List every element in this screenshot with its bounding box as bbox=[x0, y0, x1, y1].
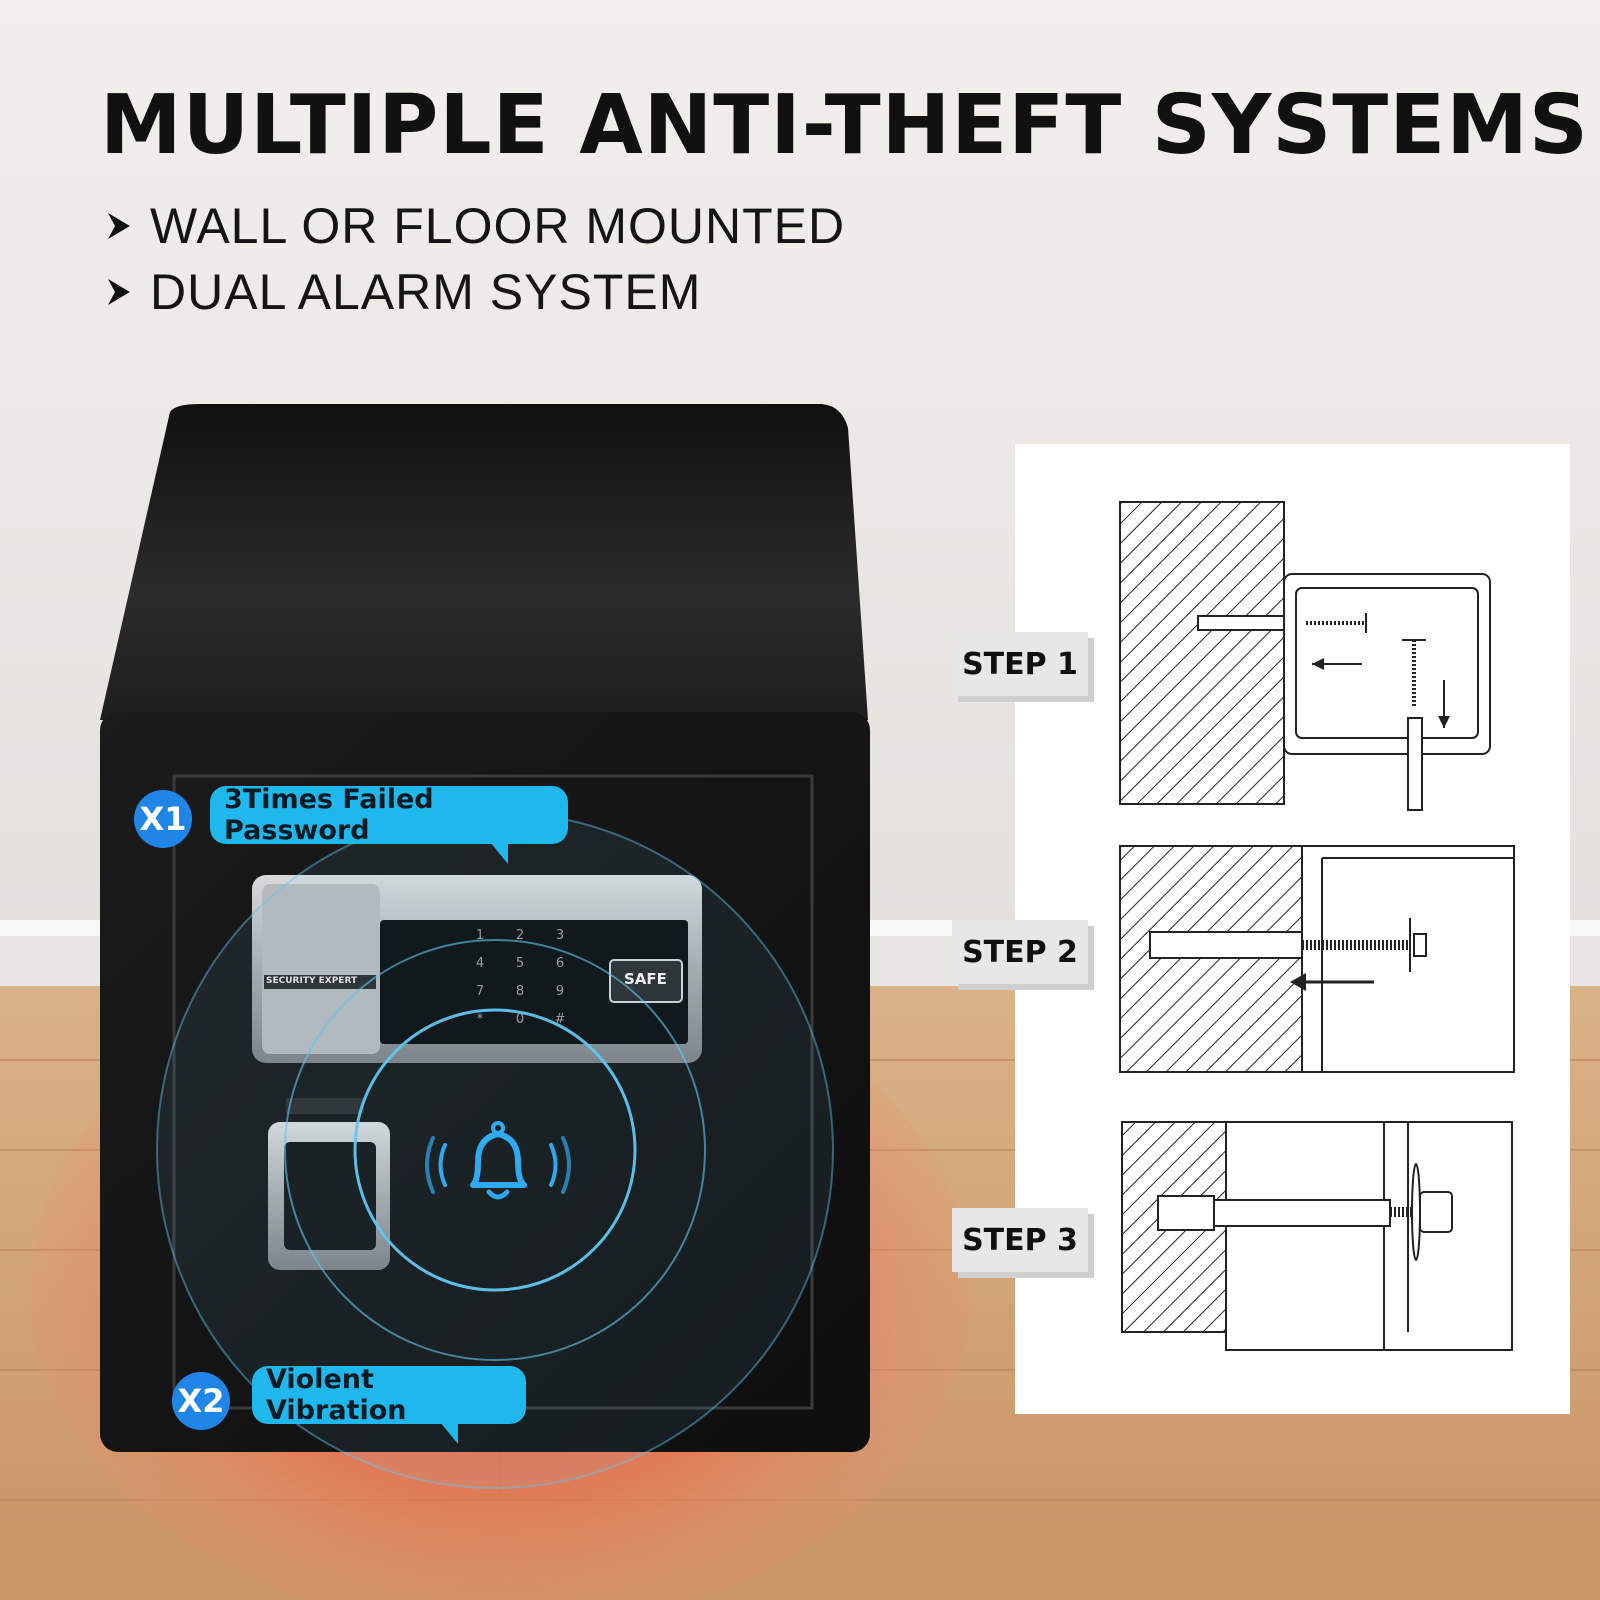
keypad-key: 6 bbox=[555, 956, 565, 971]
keypad-key: # bbox=[554, 1012, 566, 1027]
keypad-key: 9 bbox=[555, 984, 565, 999]
keypad-key: 1 bbox=[475, 928, 485, 943]
keypad-key: 2 bbox=[515, 928, 525, 943]
alarm-callout-2: Violent Vibration bbox=[252, 1364, 526, 1444]
alarm-callout-1: 3Times Failed Password bbox=[210, 784, 568, 864]
lock-panel bbox=[252, 875, 702, 1063]
step-label-1: STEP 1 bbox=[952, 632, 1088, 696]
step-label-3: STEP 3 bbox=[952, 1208, 1088, 1272]
alarm-badge-2: X2 bbox=[172, 1372, 230, 1430]
keypad-key: 8 bbox=[515, 984, 525, 999]
alarm-callout-label: 3Times Failed Password bbox=[224, 784, 434, 846]
safe bbox=[100, 404, 870, 1452]
safe-brand-label: SECURITY EXPERT bbox=[266, 976, 358, 986]
bullet-item: WALL OR FLOOR MOUNTED bbox=[104, 196, 845, 256]
bell-icon bbox=[425, 1121, 571, 1200]
bullet-text: DUAL ALARM SYSTEM bbox=[150, 264, 702, 320]
bullet-text: WALL OR FLOOR MOUNTED bbox=[150, 198, 846, 254]
safe-button-label: SAFE bbox=[624, 970, 667, 988]
keypad: 1 2 3 4 5 6 7 8 9 * 0 # bbox=[462, 928, 582, 1040]
headline: MULTIPLE ANTI-THEFT SYSTEMS bbox=[100, 78, 1589, 173]
alarm-callout-label: Violent Vibration bbox=[266, 1364, 407, 1426]
fingerprint-sensor-icon bbox=[268, 1098, 390, 1270]
install-diagram bbox=[1015, 444, 1570, 1414]
safe-top bbox=[100, 404, 868, 720]
keypad-key: 3 bbox=[555, 928, 565, 943]
step-label-2: STEP 2 bbox=[952, 920, 1088, 984]
keypad-key: 5 bbox=[515, 956, 525, 971]
bullet-item: DUAL ALARM SYSTEM bbox=[104, 262, 701, 322]
keypad-key: * bbox=[476, 1012, 484, 1027]
keypad-key: 4 bbox=[475, 956, 485, 971]
chevron-right-icon bbox=[108, 213, 130, 239]
keypad-key: 0 bbox=[515, 1012, 525, 1027]
chevron-right-icon bbox=[108, 279, 130, 305]
alarm-rings bbox=[156, 811, 834, 1489]
alarm-badge-1: X1 bbox=[134, 790, 192, 848]
keypad-key: 7 bbox=[475, 984, 485, 999]
